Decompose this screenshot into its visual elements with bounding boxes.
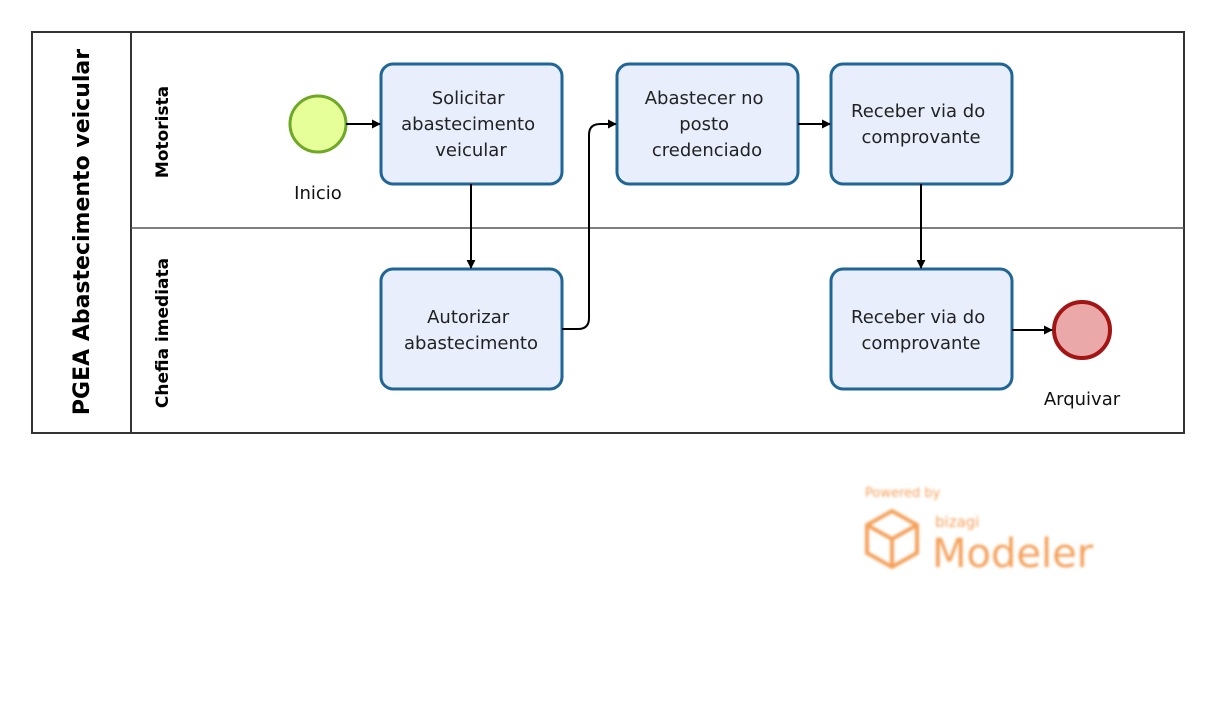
lane-motorista: Motorista — [131, 86, 1184, 229]
start-event-circle — [288, 94, 348, 154]
task-label-line: comprovante — [861, 333, 980, 354]
task-label-line: Autorizar — [427, 307, 510, 328]
task-label: Receber via do comprovante — [851, 101, 991, 148]
bizagi-watermark: Powered by bizagi Modeler — [865, 486, 1094, 577]
task-label-line: credenciado — [652, 140, 762, 161]
task-label-line: abastecimento — [404, 333, 538, 354]
task-label: Autorizar abastecimento — [404, 307, 538, 354]
watermark-product: Modeler — [932, 531, 1094, 577]
task-receber-via-chefia[interactable]: Receber via do comprovante — [829, 267, 1014, 391]
task-label-line: posto — [679, 114, 729, 135]
task-label-line: Receber via do — [851, 101, 985, 122]
sequence-flows — [346, 119, 1053, 335]
start-event-label: Inicio — [294, 183, 342, 204]
task-solicitar-abastecimento[interactable]: Solicitar abastecimento veicular — [379, 62, 564, 186]
task-label-line: comprovante — [861, 127, 980, 148]
flow-autorizar-to-abastecer[interactable] — [562, 119, 617, 330]
end-event-label: Arquivar — [1044, 389, 1121, 410]
task-label: Abastecer no posto credenciado — [645, 88, 770, 161]
start-event[interactable]: Inicio — [288, 94, 348, 204]
end-event-circle — [1052, 300, 1112, 360]
watermark-powered-by: Powered by — [865, 486, 941, 501]
task-label-line: Receber via do — [851, 307, 985, 328]
task-label-line: abastecimento — [401, 114, 535, 135]
task-receber-via-motorista[interactable]: Receber via do comprovante — [829, 62, 1014, 186]
task-label-line: Solicitar — [432, 88, 505, 109]
task-label: Receber via do comprovante — [851, 307, 991, 354]
task-abastecer-no-posto[interactable]: Abastecer no posto credenciado — [615, 62, 800, 186]
pool-title: PGEA Abastecimento veicular — [70, 49, 95, 415]
task-label: Solicitar abastecimento veicular — [401, 88, 541, 161]
task-label-line: veicular — [435, 140, 507, 161]
bizagi-logo-icon — [865, 508, 919, 570]
task-label-line: Abastecer no — [645, 88, 764, 109]
task-box — [379, 267, 564, 391]
task-box — [829, 62, 1014, 186]
end-event[interactable]: Arquivar — [1044, 300, 1121, 410]
task-autorizar-abastecimento[interactable]: Autorizar abastecimento — [379, 267, 564, 391]
lane-label-chefia-imediata: Chefia imediata — [153, 258, 173, 408]
watermark-brand: bizagi — [935, 513, 979, 531]
lane-label-motorista: Motorista — [153, 86, 173, 178]
lane-chefia-imediata: Chefia imediata — [153, 258, 173, 408]
task-box — [829, 267, 1014, 391]
